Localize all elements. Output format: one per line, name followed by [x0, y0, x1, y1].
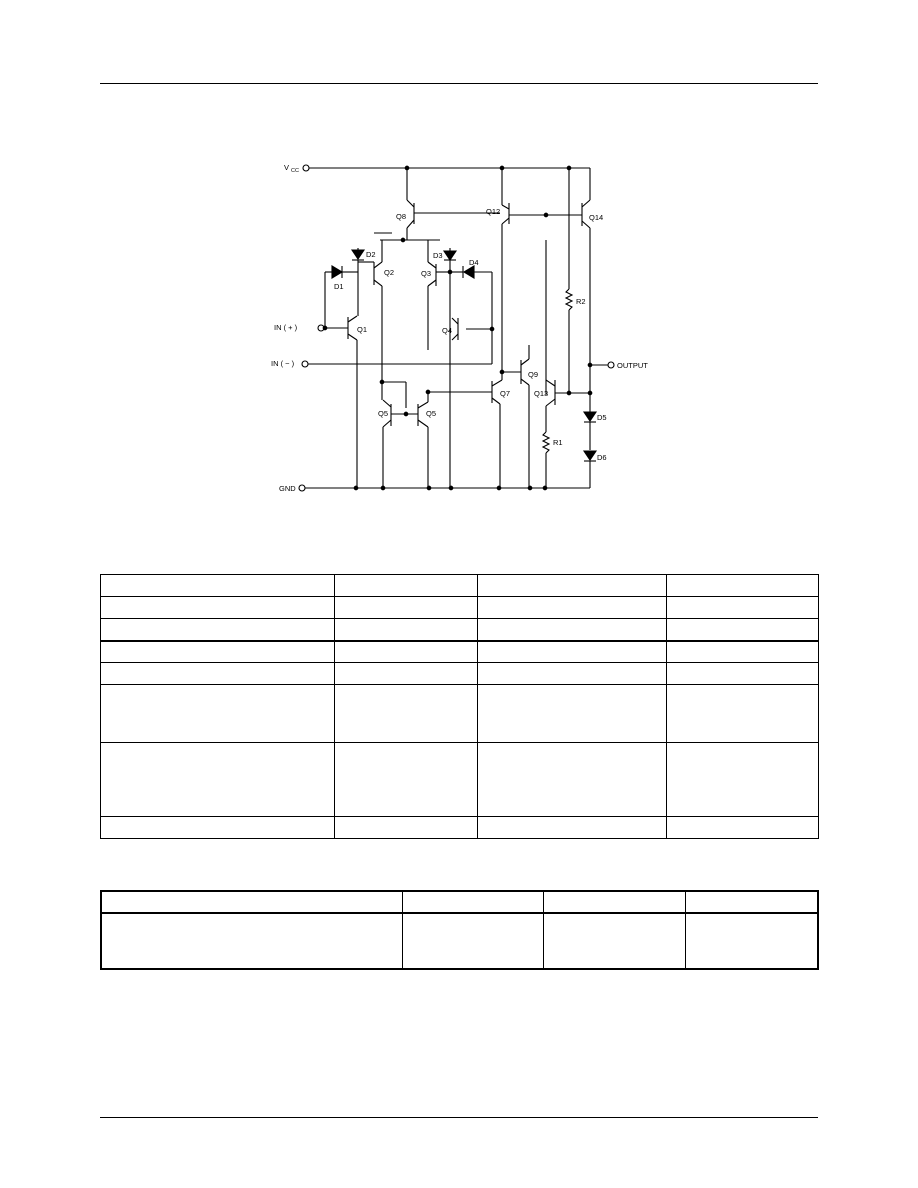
- output-label: OUTPUT: [617, 361, 648, 370]
- table-row: [100, 662, 819, 685]
- in-plus-label: IN ( + ): [274, 323, 298, 332]
- q3-label: Q3: [421, 269, 431, 278]
- transistor-q13: Q13: [534, 379, 593, 407]
- table-row: [100, 618, 819, 641]
- vcc-rail: [309, 165, 590, 171]
- diode-d4: D4: [447, 258, 493, 364]
- r2-label: R2: [576, 297, 586, 306]
- d1-label: D1: [334, 282, 344, 291]
- transistor-q3: Q3: [421, 240, 450, 350]
- output-terminal: OUTPUT: [607, 361, 648, 370]
- d4-label: D4: [469, 258, 479, 267]
- transistor-q6: Q5: [417, 389, 492, 488]
- q12-label: Q12: [486, 207, 500, 216]
- in-plus-terminal: IN ( + ): [274, 323, 325, 332]
- transistor-q4: Q4: [442, 317, 492, 341]
- d2-label: D2: [366, 250, 376, 259]
- diode-d2: D2: [350, 248, 376, 316]
- table-row: [100, 596, 819, 619]
- q8-label: Q8: [396, 212, 406, 221]
- footer-rule: [100, 1117, 818, 1118]
- q6-label: Q5: [426, 409, 436, 418]
- equivalent-circuit-schematic: V CC IN ( + ) IN ( − ) OUTPUT GND: [271, 163, 648, 493]
- d6-label: D6: [597, 453, 607, 462]
- transistor-q1: Q1: [322, 315, 367, 488]
- table-row: [100, 912, 819, 970]
- diode-d1: D1: [324, 265, 358, 328]
- in-minus-terminal: IN ( − ): [271, 359, 309, 368]
- gnd-terminal: GND: [279, 484, 306, 493]
- transistor-q7: Q7: [491, 372, 510, 488]
- thermal-table: [100, 890, 819, 970]
- diode-d6: D6: [582, 450, 607, 488]
- gnd-rail: [305, 485, 590, 491]
- vcc-subscript: CC: [291, 168, 299, 174]
- q1-label: Q1: [357, 325, 367, 334]
- vcc-terminal: V CC: [284, 163, 310, 174]
- transistor-q5: Q5: [378, 379, 418, 488]
- q9-label: Q9: [528, 370, 538, 379]
- table-row: [100, 684, 819, 743]
- transistor-q8: Q8: [396, 168, 500, 240]
- table-row: [100, 890, 819, 914]
- table-row: [100, 816, 819, 839]
- transistor-q9: Q9: [502, 345, 538, 488]
- q7-label: Q7: [500, 389, 510, 398]
- header-rule: [100, 83, 818, 84]
- transistor-q12: Q12: [486, 168, 582, 372]
- q4-label: Q4: [442, 326, 452, 335]
- table-row: [100, 639, 819, 663]
- transistor-q2: Q2: [358, 240, 394, 382]
- d5-label: D5: [597, 413, 607, 422]
- q2-label: Q2: [384, 268, 394, 277]
- parameters-table: [100, 574, 819, 839]
- resistor-r2: R2: [564, 232, 586, 393]
- gnd-label: GND: [279, 484, 296, 493]
- r1-label: R1: [553, 438, 563, 447]
- transistor-q14: Q14: [568, 168, 603, 395]
- q13-label: Q13: [534, 389, 548, 398]
- q14-label: Q14: [589, 213, 603, 222]
- table-row: [100, 574, 819, 597]
- in-minus-label: IN ( − ): [271, 359, 295, 368]
- q5-label: Q5: [378, 409, 388, 418]
- d3-label: D3: [433, 251, 443, 260]
- resistor-r1: R1: [541, 406, 563, 488]
- vcc-label: V: [284, 163, 289, 172]
- diode-d5: D5: [582, 395, 607, 450]
- table-row: [100, 742, 819, 817]
- diode-d3: D3: [433, 248, 458, 488]
